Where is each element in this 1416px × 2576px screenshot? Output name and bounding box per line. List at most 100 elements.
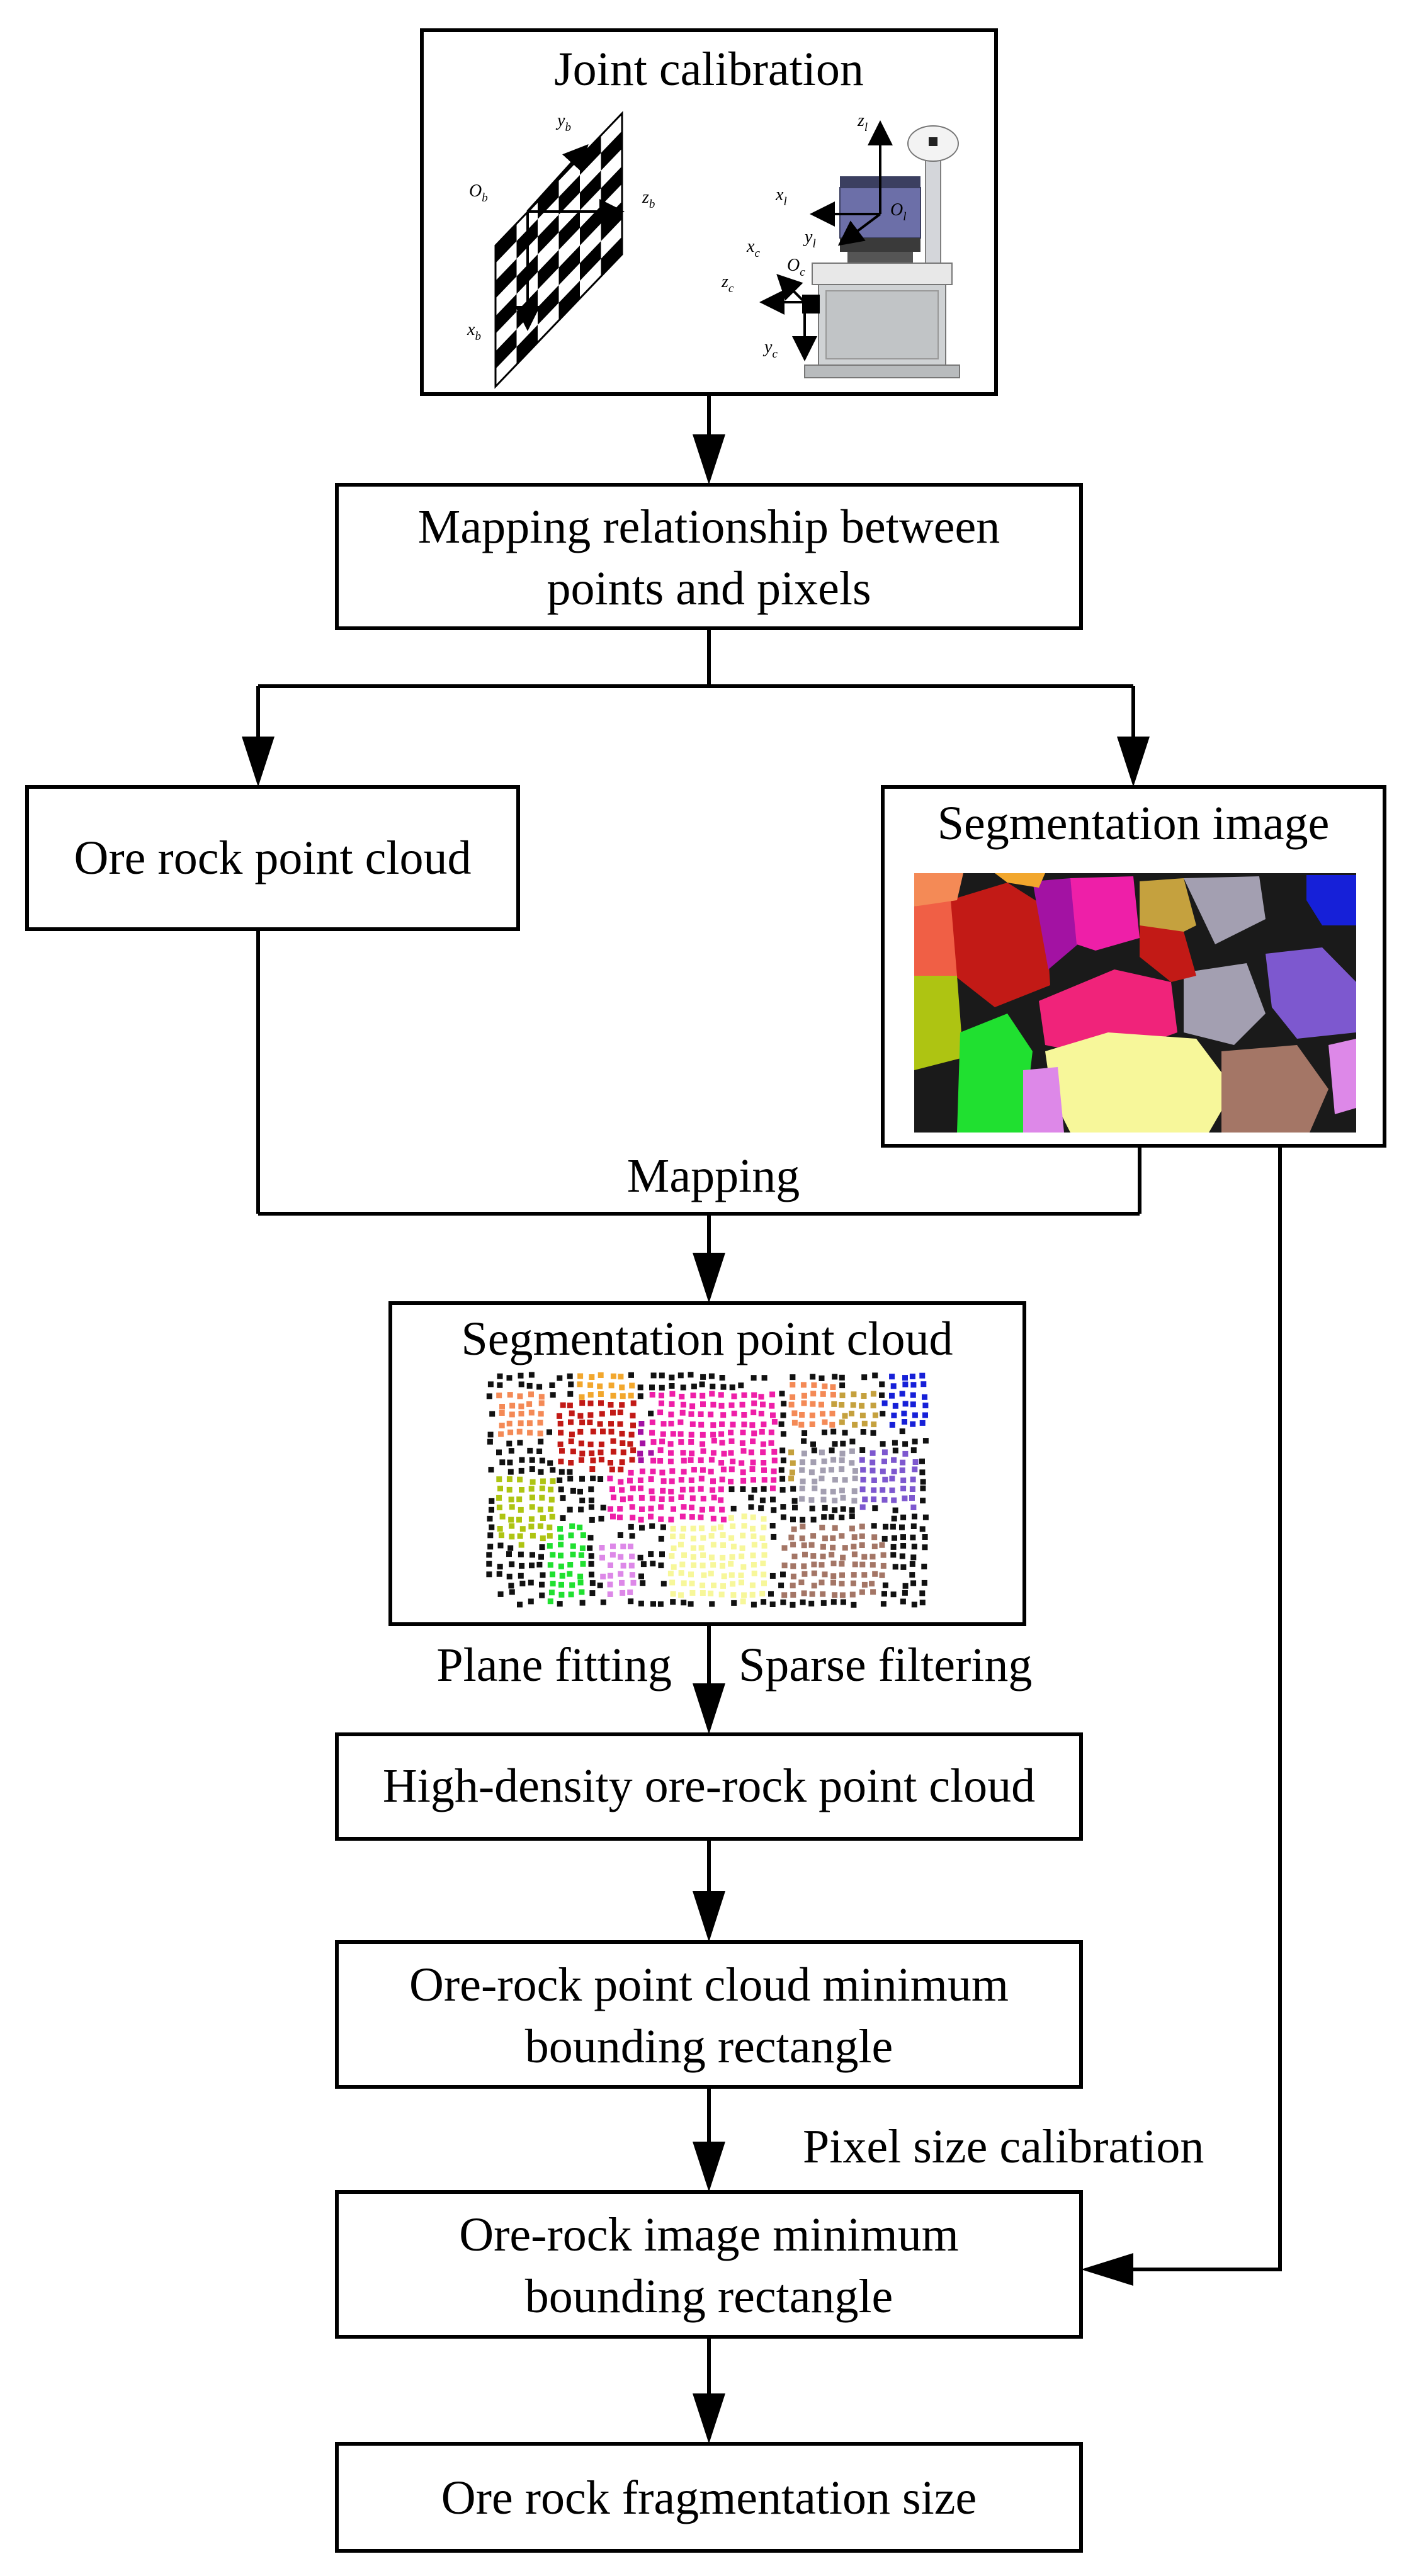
image-min-bounding-rect-line2: bounding rectangle [525,2270,893,2323]
point-cloud-dot [589,1374,595,1380]
point-cloud-dot [730,1459,736,1465]
segmentation-rock-region [949,883,1050,1007]
point-cloud-dot [710,1487,716,1493]
point-cloud-dot [497,1542,504,1549]
point-cloud-dot [882,1582,888,1588]
point-cloud-dot [559,1573,565,1579]
edge-label-plane-fitting: Plane fitting [436,1639,672,1692]
point-cloud-dot [871,1496,877,1503]
point-cloud-dot [849,1410,854,1416]
point-cloud-dot [788,1449,795,1455]
point-cloud-dot [849,1507,855,1513]
point-cloud-dot [548,1590,555,1596]
point-cloud-dot [538,1400,545,1406]
point-cloud-dot [780,1571,786,1578]
point-cloud-dot [740,1477,747,1484]
point-cloud-dot [922,1514,929,1520]
point-cloud-dot [519,1457,525,1463]
point-cloud-dot [668,1450,674,1456]
point-cloud-dot [890,1552,897,1558]
point-cloud-dot [688,1432,694,1438]
checkerboard-cell [558,246,580,285]
point-cloud-dot [728,1402,735,1408]
point-cloud-dot [496,1505,502,1511]
point-cloud-dot [629,1504,635,1510]
point-cloud-dot [570,1551,576,1557]
board-y-axis-label: yb [555,111,571,134]
segmentation-rock-region [995,873,1045,888]
point-cloud-dot [587,1400,594,1406]
point-cloud-dot [751,1487,757,1493]
point-cloud-dot [577,1413,584,1419]
point-cloud-dot [578,1552,584,1558]
point-cloud-dot [577,1428,584,1435]
point-cloud-dot [628,1598,634,1605]
point-cloud-dot [519,1487,524,1493]
point-cloud-dot [550,1478,556,1484]
point-cloud-dot [550,1392,556,1398]
point-cloud-dot [648,1476,654,1483]
point-cloud-dot [719,1440,725,1446]
point-cloud-dot [519,1526,526,1532]
point-cloud-dot [599,1545,605,1551]
point-cloud-dot [830,1573,837,1579]
point-cloud-dot [741,1392,747,1398]
segmentation-rock-region [1184,876,1266,944]
point-cloud-dot [869,1562,876,1568]
point-cloud-dot [628,1432,635,1438]
point-cloud-dot [608,1506,613,1512]
point-cloud-dot [496,1476,502,1483]
point-cloud-dot [568,1532,574,1539]
point-cloud-dot [750,1438,756,1445]
point-cloud-dot [690,1525,696,1532]
point-cloud-dot [832,1498,838,1504]
point-cloud-dot [558,1552,564,1559]
point-cloud-dot [840,1494,846,1501]
point-cloud-dot [669,1579,676,1586]
point-cloud-dot [600,1505,606,1511]
point-cloud-dot [681,1504,687,1510]
point-cloud-dot [620,1496,626,1503]
point-cloud-dot [820,1496,827,1503]
point-cloud-dot [678,1494,684,1500]
point-cloud-dot [659,1469,666,1476]
point-cloud-dot [559,1448,565,1454]
point-cloud-dot [659,1400,664,1406]
point-cloud-dot [567,1391,574,1397]
point-cloud-dot [719,1506,725,1513]
point-cloud-dot [691,1562,697,1568]
point-cloud-dot [790,1542,796,1548]
point-cloud-dot [708,1469,714,1475]
point-cloud-dot [568,1419,574,1425]
point-cloud-dot [527,1447,533,1454]
checkerboard-cell [538,179,559,219]
point-cloud-dot [539,1457,545,1464]
point-cloud-dot [761,1571,767,1578]
point-cloud-dot [758,1411,764,1416]
point-cloud-dot [620,1544,626,1550]
mapping-relationship-line1: Mapping relationship between [418,500,1000,553]
point-cloud-dot [670,1431,676,1437]
point-cloud-dot [681,1457,687,1464]
point-cloud-dot [811,1382,817,1388]
point-cloud-dot [781,1401,787,1407]
point-cloud-dot [700,1535,706,1541]
point-cloud-dot [900,1598,906,1605]
point-cloud-dot [832,1477,838,1483]
line-seg-image-to-img-min-rect [1133,1146,1282,2271]
point-cloud-dot [496,1449,502,1455]
point-cloud-dot [678,1542,684,1548]
point-cloud-dot [681,1600,687,1606]
edge-label-mapping: Mapping [627,1150,800,1202]
point-cloud-dot [618,1479,624,1485]
point-cloud-dot [700,1401,706,1408]
point-cloud-dot [919,1372,926,1379]
point-cloud-dot [921,1563,927,1569]
point-cloud-dot [870,1403,876,1409]
point-cloud-dot [660,1581,667,1587]
point-cloud-dot [910,1580,917,1586]
point-cloud-dot [649,1392,655,1398]
point-cloud-dot [597,1383,603,1389]
point-cloud-dot [577,1373,584,1379]
point-cloud-dot [691,1383,697,1389]
